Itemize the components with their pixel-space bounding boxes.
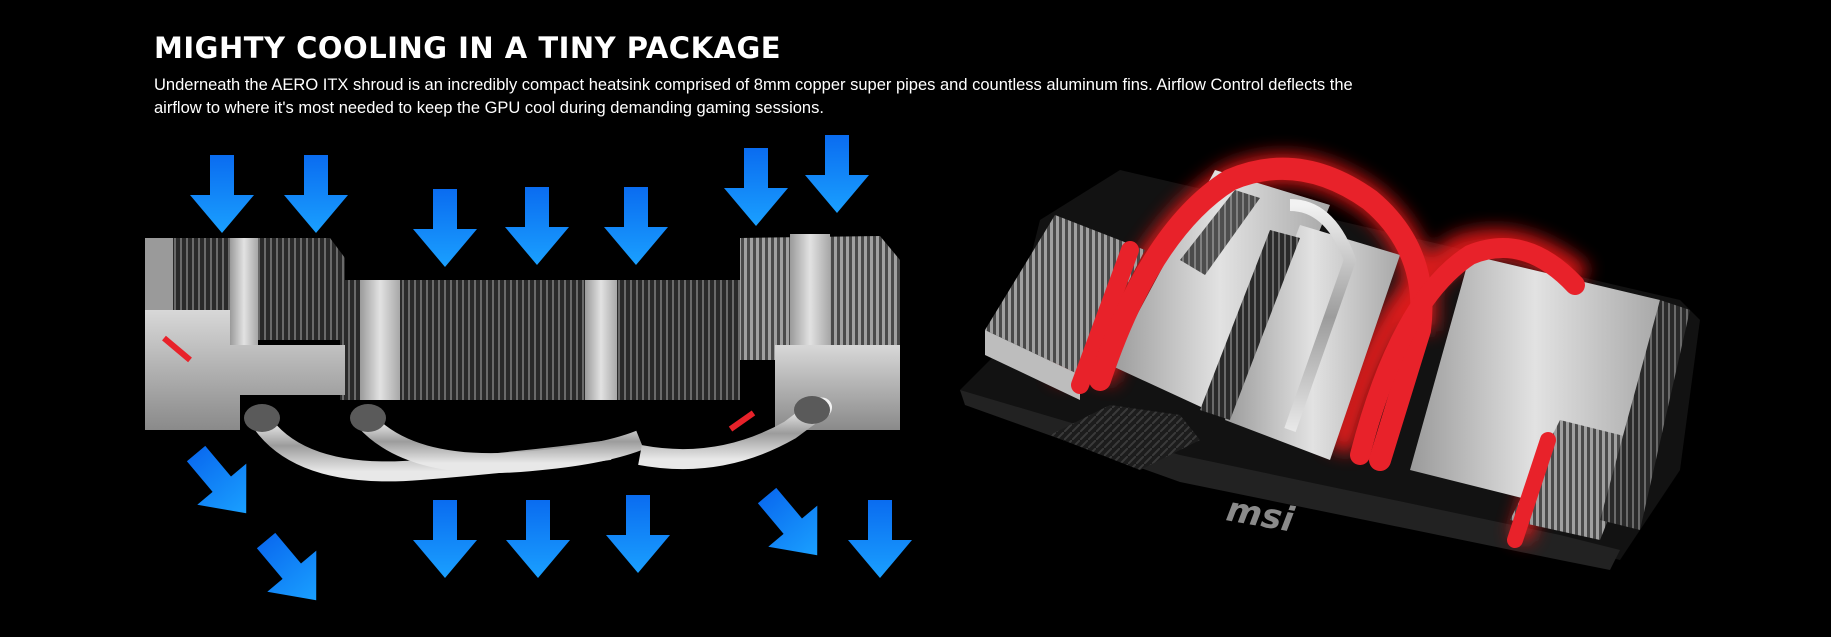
section-title: MIGHTY COOLING IN A TINY PACKAGE <box>154 31 782 65</box>
section-description: Underneath the AERO ITX shroud is an inc… <box>154 76 1353 117</box>
left-heatsink-illustration <box>145 135 912 621</box>
product-render-illustration: msi <box>960 153 1700 570</box>
